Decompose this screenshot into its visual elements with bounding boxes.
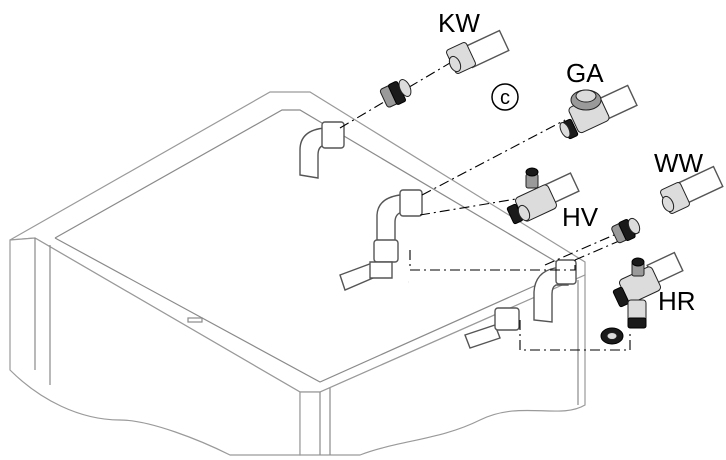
label-ga: GA — [566, 58, 604, 88]
kw-nipple — [379, 79, 412, 108]
boiler-housing — [9, 91, 586, 456]
boiler-pipe-stubs — [299, 121, 577, 349]
label-kw: KW — [438, 8, 480, 38]
label-ww: WW — [654, 148, 704, 178]
hr-valve — [600, 251, 684, 345]
label-c: c — [500, 87, 510, 109]
fittings — [379, 29, 724, 345]
ww-pipe — [660, 165, 724, 214]
circled-c-symbol: c — [491, 83, 519, 111]
hv-valve — [506, 167, 580, 225]
ww-nipple — [611, 217, 641, 244]
labels: KW GA WW HV HR c — [438, 8, 704, 316]
label-hr: HR — [658, 286, 696, 316]
label-hv: HV — [562, 202, 599, 232]
kw-pipe — [446, 29, 510, 74]
ga-gas-valve — [559, 84, 638, 140]
